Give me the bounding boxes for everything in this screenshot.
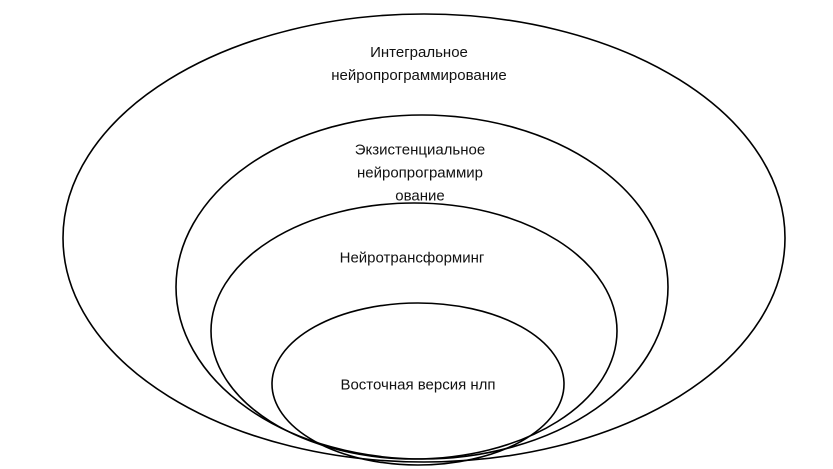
label-line: нейропрограммир — [356, 164, 483, 182]
label-line: Интегральное — [370, 44, 468, 61]
label-line: Нейротрансформинг — [339, 249, 485, 267]
label-integral-neuroprogramming: Интегральное нейропрограммирование — [331, 41, 507, 87]
ellipse-level-1-outer — [62, 13, 786, 463]
label-line: нейропрограммирование — [331, 67, 507, 84]
label-line: Восточная версия нлп — [340, 376, 496, 394]
label-line: ование — [395, 187, 445, 205]
ellipse-level-3 — [210, 202, 618, 460]
label-existential-neuroprogramming: Экзистенциальное нейропрограммир ование — [355, 139, 485, 208]
label-eastern-nlp-version: Восточная версия нлп — [340, 374, 495, 397]
ellipse-level-4-inner — [271, 302, 565, 466]
label-line: Экзистенциальное — [354, 141, 486, 159]
label-neurotransforming: Нейротрансформинг — [340, 247, 485, 270]
